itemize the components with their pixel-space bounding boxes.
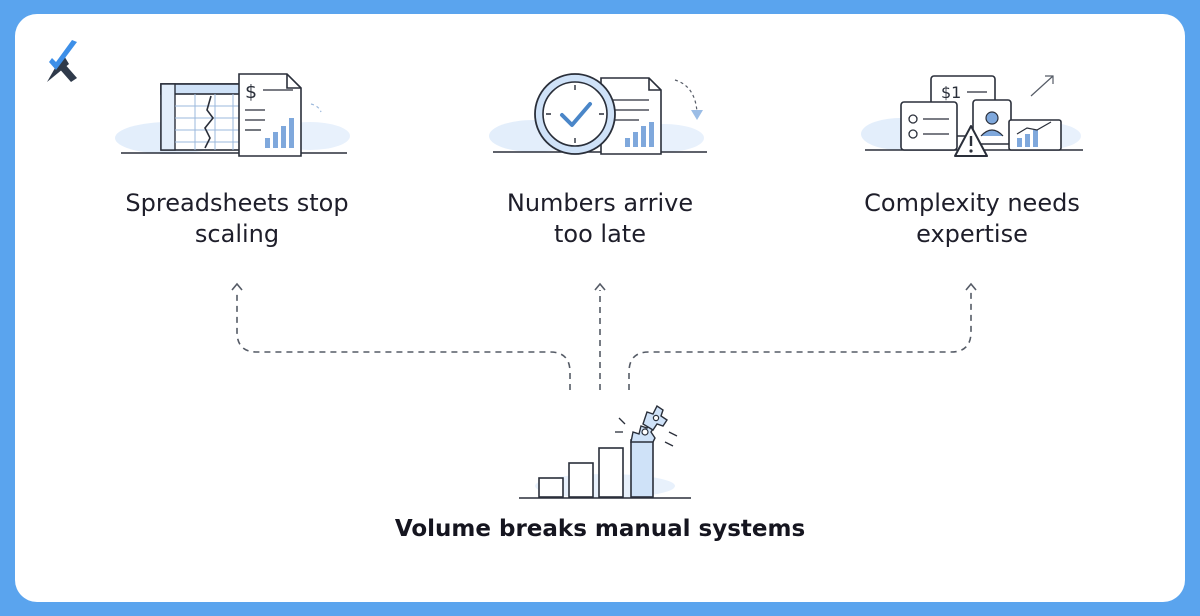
arrowhead-center [594,282,606,291]
root-label: Volume breaks manual systems [394,516,806,542]
connector-left [236,290,571,390]
branch-label-1: Spreadsheets stop scaling [125,189,349,248]
connector-right [628,290,972,390]
invoice-dollar-text: $1 [941,83,961,102]
breaking-bar-chart-gears-icon [519,404,691,499]
spreadsheet-dollar-text: $ [245,81,257,103]
connector-lines [231,282,977,390]
branch-label-2: Numbers arrive too late [506,189,694,248]
broken-spreadsheet-icon: $ [115,73,350,157]
branch-label-3: Complexity needs expertise [864,189,1080,248]
arrowhead-left [231,282,243,291]
arrowhead-right [965,282,977,291]
brand-logo-icon [47,40,77,82]
complex-documents-warning-icon: $1 [861,75,1083,157]
diagram-card: $ [15,14,1185,602]
late-clock-report-icon [489,73,707,155]
